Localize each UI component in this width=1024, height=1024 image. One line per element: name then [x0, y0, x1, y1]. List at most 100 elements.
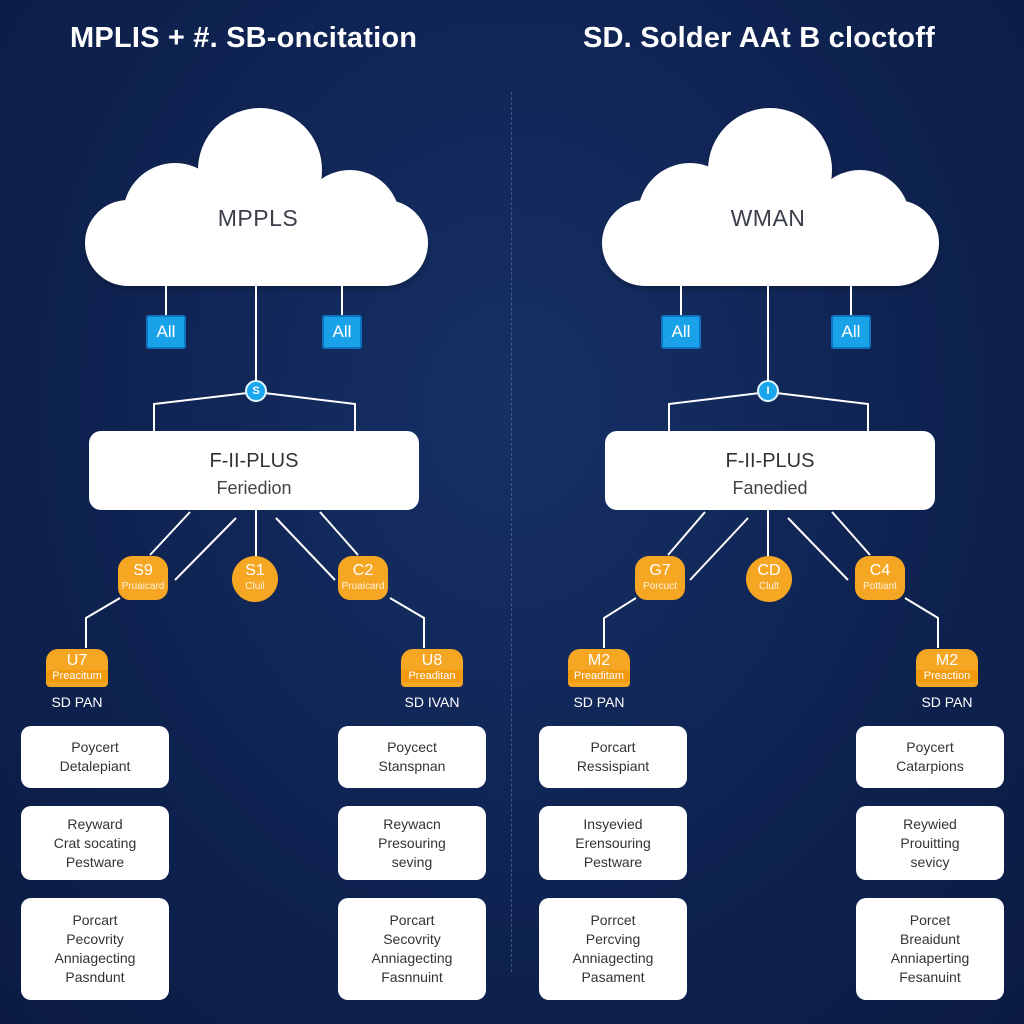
card-text: Porcart [590, 739, 636, 755]
node-right-3-sub: Pottiant [863, 581, 897, 592]
card-text: Reywied [903, 815, 957, 832]
panel-divider [511, 92, 512, 972]
card-left-b1: Poycect Stanspnan [338, 726, 486, 788]
card-text: Porcet [909, 912, 951, 928]
leaf-right-1-id: M2 [587, 652, 611, 669]
card-text: Pasament [581, 969, 645, 985]
leaf-left-1-sub: Preacitum [46, 670, 108, 682]
card-text: Insyevied [583, 815, 643, 832]
card-text: Crat socating [53, 834, 137, 851]
card-text: Stanspnan [378, 758, 446, 774]
leaf-left-2-id: U8 [421, 652, 443, 669]
card-text: Porrcet [590, 912, 636, 928]
node-right-3-id: C4 [869, 562, 891, 579]
leaf-right-2-sub: Preaction [916, 670, 978, 682]
node-left-1: S9 Pruaicard [118, 556, 168, 600]
card-left-a3: Porcart Pecovrity Anniagecting Pasndunt [21, 898, 169, 1000]
card-text: Poycert [71, 739, 119, 755]
card-text: Ressispiant [576, 758, 650, 774]
card-text: Erensouring [575, 834, 651, 851]
node-right-2: CD Clult [746, 556, 792, 602]
node-left-2: S1 Cluil [232, 556, 278, 602]
card-text: Fasnnuint [381, 969, 443, 985]
card-text: Anniaperting [890, 950, 970, 966]
node-left-1-sub: Pruaicard [121, 581, 165, 592]
node-right-1-id: G7 [649, 562, 671, 579]
node-left-2-sub: Cluil [245, 581, 265, 592]
card-text: Pasndunt [65, 969, 125, 985]
cloud-label-left: MPPLS [217, 205, 299, 231]
badge-left-1: All [146, 315, 186, 349]
card-text: Reywacn [383, 815, 441, 832]
card-text: Anniagecting [572, 950, 654, 966]
card-text: Pestware [583, 853, 643, 870]
edge-box-right-subtitle: Fanedied [732, 478, 808, 498]
card-text: Poycert [906, 739, 954, 755]
card-text: Anniagecting [54, 950, 136, 966]
card-text: Pestware [65, 853, 125, 870]
title-left: MPLIS + #. SB-oncitation [70, 22, 418, 54]
node-left-3: C2 Pruaicard [338, 556, 388, 600]
card-left-b3: Porcart Secovrity Anniagecting Fasnnuint [338, 898, 486, 1000]
card-left-a1: Poycert Detalepiant [21, 726, 169, 788]
leaf-left-2-sub: Preaditan [401, 670, 463, 682]
node-right-2-id: CD [757, 562, 781, 579]
card-text: Porcart [72, 912, 118, 928]
card-text: Fesanuint [899, 969, 961, 985]
card-text: Secovrity [383, 931, 441, 947]
connector-lines-right [603, 286, 939, 648]
node-right-1-sub: Porcuct [643, 581, 677, 592]
card-text: Anniagecting [371, 950, 453, 966]
card-text: Pecovrity [66, 931, 124, 947]
leaf-left-1-id: U7 [66, 652, 88, 669]
node-right-2-sub: Clult [758, 581, 779, 592]
cloud-left [85, 108, 428, 286]
edge-box-left-title: F-II-PLUS [209, 450, 299, 472]
card-right-a1: Porcart Ressispiant [539, 726, 687, 788]
leaf-right-1-caption: SD PAN [573, 694, 625, 710]
card-text: Catarpions [896, 758, 964, 774]
leaf-right-2: M2 Preaction [916, 649, 978, 687]
leaf-right-1: M2 Preaditam [568, 649, 630, 687]
leaf-left-1: U7 Preacitum [46, 649, 108, 687]
cloud-label-right: WMAN [730, 205, 806, 231]
node-left-1-id: S9 [133, 562, 153, 579]
node-right-1: G7 Porcuct [635, 556, 685, 600]
card-left-b2: Reywacn Presouring seving [338, 806, 486, 880]
card-text: Porcart [389, 912, 435, 928]
card-right-a3: Porrcet Percving Anniagecting Pasament [539, 898, 687, 1000]
card-text: Percving [585, 931, 641, 947]
card-right-a2: Insyevied Erensouring Pestware [539, 806, 687, 880]
card-text: Prouitting [900, 834, 960, 851]
cloud-right [602, 108, 939, 286]
leaf-right-2-caption: SD PAN [921, 694, 973, 710]
leaf-left-2: U8 Preaditan [401, 649, 463, 687]
card-text: Presouring [378, 834, 446, 851]
card-text: Detalepiant [59, 758, 131, 774]
hub-left: S [245, 380, 267, 402]
node-left-2-id: S1 [245, 562, 265, 579]
leaf-right-2-id: M2 [935, 652, 959, 669]
card-text: seving [391, 853, 433, 870]
leaf-left-1-caption: SD PAN [51, 694, 103, 710]
badge-right-1: All [661, 315, 701, 349]
leaf-left-2-caption: SD IVAN [404, 694, 460, 710]
card-text: sevicy [910, 853, 950, 870]
card-left-a2: Reyward Crat socating Pestware [21, 806, 169, 880]
node-left-3-sub: Pruaicard [341, 581, 385, 592]
badge-left-2: All [322, 315, 362, 349]
node-right-3: C4 Pottiant [855, 556, 905, 600]
card-text: Reyward [67, 815, 123, 832]
badge-right-2: All [831, 315, 871, 349]
edge-box-left: F-II-PLUS Feriedion [89, 431, 419, 510]
card-right-b2: Reywied Prouitting sevicy [856, 806, 1004, 880]
edge-box-left-subtitle: Feriedion [216, 478, 292, 498]
card-text: Poycect [387, 739, 437, 755]
node-left-3-id: C2 [352, 562, 374, 579]
hub-right: I [757, 380, 779, 402]
edge-box-right: F-II-PLUS Fanedied [605, 431, 935, 510]
leaf-right-1-sub: Preaditam [568, 670, 630, 682]
card-right-b3: Porcet Breaidunt Anniaperting Fesanuint [856, 898, 1004, 1000]
card-right-b1: Poycert Catarpions [856, 726, 1004, 788]
